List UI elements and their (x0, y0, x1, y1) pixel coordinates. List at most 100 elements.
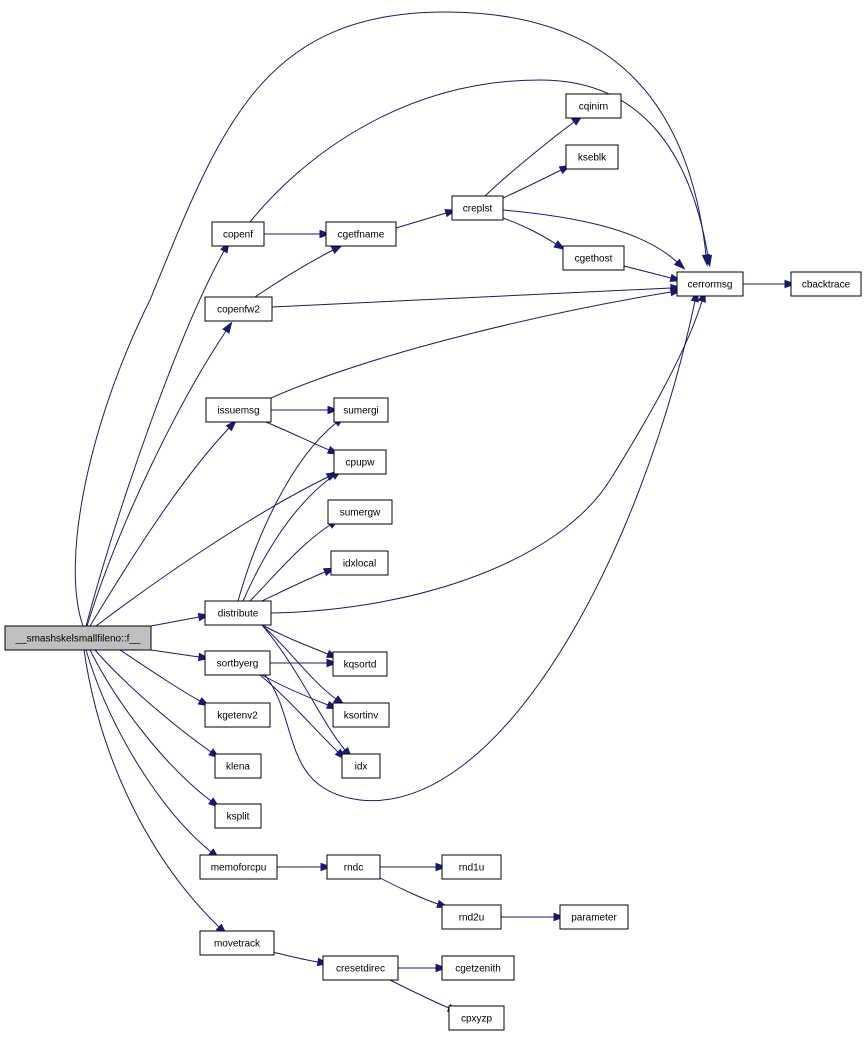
node-idxlocal[interactable]: idxlocal (330, 550, 389, 576)
edge-line (150, 649, 200, 658)
arrowhead-icon (553, 240, 566, 251)
node-cqinirn[interactable]: cqinirn (565, 93, 622, 119)
edge-line (249, 79, 709, 257)
node-sortbyerg[interactable]: sortbyerg (204, 650, 271, 676)
node-box (330, 550, 389, 576)
edge-root-to-copenfw2 (86, 321, 233, 627)
node-box (562, 245, 625, 271)
node-box (676, 271, 744, 297)
node-box (205, 397, 272, 423)
node-box (211, 221, 265, 247)
edge-line (259, 674, 339, 753)
node-movetrack[interactable]: movetrack (199, 930, 275, 956)
edge-root-to-movetrack (83, 649, 228, 936)
node-sumergw[interactable]: sumergw (327, 499, 393, 525)
edge-issuemsg-to-cpupw (265, 421, 340, 455)
node-label: sumergw (340, 508, 381, 519)
node-kqsortd[interactable]: kqsortd (332, 651, 388, 677)
node-label: cqinirn (579, 102, 608, 113)
node-cgetzenith[interactable]: cgetzenith (441, 955, 515, 981)
node-distribute[interactable]: distribute (204, 600, 272, 626)
node-cgetfname[interactable]: cgetfname (325, 221, 397, 247)
node-label: copenf (223, 230, 253, 241)
node-label: klena (226, 762, 250, 773)
edge-line (271, 951, 319, 963)
node-creplst[interactable]: creplst (451, 195, 504, 221)
node-idx[interactable]: idx (341, 753, 381, 779)
edge-line (74, 11, 707, 627)
node-ksplit[interactable]: ksplit (214, 803, 262, 829)
node-issuemsg[interactable]: issuemsg (205, 397, 272, 423)
arrowhead-icon (435, 862, 448, 872)
node-label: ksortinv (344, 711, 378, 722)
edge-line (89, 427, 230, 627)
edge-line (83, 649, 220, 928)
node-box (322, 955, 399, 981)
arrowhead-icon (319, 229, 332, 239)
node-memoforcpu[interactable]: memoforcpu (199, 854, 278, 880)
node-box (325, 221, 397, 247)
edge-line (242, 475, 334, 602)
node-ksortinv[interactable]: ksortinv (332, 702, 390, 728)
edge-rnd2u-to-parameter (501, 912, 566, 922)
edge-line (94, 649, 212, 753)
node-label: rnd1u (459, 863, 485, 874)
node-box (451, 195, 504, 221)
node-kseblk[interactable]: kseblk (565, 144, 619, 170)
edge-line (237, 422, 337, 602)
node-label: cpxyzp (461, 1014, 493, 1025)
edge-distribute-to-idxlocal (261, 567, 336, 602)
node-root[interactable]: __smashskelsmallfileno::f__ (4, 625, 152, 651)
node-label: sumergi (343, 406, 379, 417)
node-parameter[interactable]: parameter (559, 904, 629, 930)
edge-line (261, 624, 337, 700)
node-label: cresetdirec (336, 964, 385, 975)
node-box (332, 651, 388, 677)
node-rnd2u[interactable]: rnd2u (441, 904, 502, 930)
node-rndc[interactable]: rndc (326, 854, 381, 880)
node-label: rnd2u (459, 913, 485, 924)
edge-line (254, 249, 334, 298)
edge-copenf-to-cgetfname (264, 229, 332, 239)
node-rnd1u[interactable]: rnd1u (441, 854, 502, 880)
node-box (332, 702, 390, 728)
edge-line (85, 649, 212, 853)
node-cpupw[interactable]: cpupw (333, 449, 387, 475)
node-klena[interactable]: klena (214, 753, 262, 779)
node-sumergi[interactable]: sumergi (333, 397, 389, 423)
edge-rndc-to-rnd2u (379, 877, 449, 908)
node-box (199, 930, 275, 956)
node-copenfw2[interactable]: copenfw2 (204, 296, 273, 322)
node-label: issuemsg (217, 406, 259, 417)
arrowhead-icon (703, 254, 713, 268)
edge-sortbyerg-to-kqsortd (270, 658, 339, 668)
node-box (214, 753, 262, 779)
node-cresetdirec[interactable]: cresetdirec (322, 955, 399, 981)
node-cpxyzp[interactable]: cpxyzp (448, 1005, 505, 1031)
edge-sortbyerg-to-ksortinv (261, 674, 339, 710)
edge-line (85, 250, 225, 627)
node-cerrormsg[interactable]: cerrormsg (676, 271, 744, 297)
arrowhead-icon (327, 405, 340, 415)
edge-sortbyerg-to-cerrormsg (264, 289, 700, 802)
node-label: kgetenv2 (217, 711, 258, 722)
edge-line (261, 624, 329, 655)
node-kgetenv2[interactable]: kgetenv2 (204, 702, 271, 728)
arrowhead-icon (225, 419, 237, 432)
edge-copenfw2-to-cerrormsg (271, 283, 683, 308)
edge-cgetfname-to-creplst (395, 209, 458, 229)
node-cbacktrace[interactable]: cbacktrace (790, 271, 862, 297)
edge-cresetdirec-to-cgetzenith (398, 963, 448, 973)
node-box (448, 1005, 505, 1031)
node-label: rndc (344, 863, 363, 874)
node-label: idx (355, 762, 368, 773)
node-copenf[interactable]: copenf (211, 221, 265, 247)
edge-movetrack-to-cresetdirec (271, 951, 330, 967)
node-box (204, 600, 272, 626)
edge-cerrormsg-to-cbacktrace (743, 279, 797, 289)
edge-line (265, 421, 330, 451)
node-cgethost[interactable]: cgethost (562, 245, 625, 271)
edge-line (261, 571, 326, 602)
node-box (4, 625, 152, 651)
